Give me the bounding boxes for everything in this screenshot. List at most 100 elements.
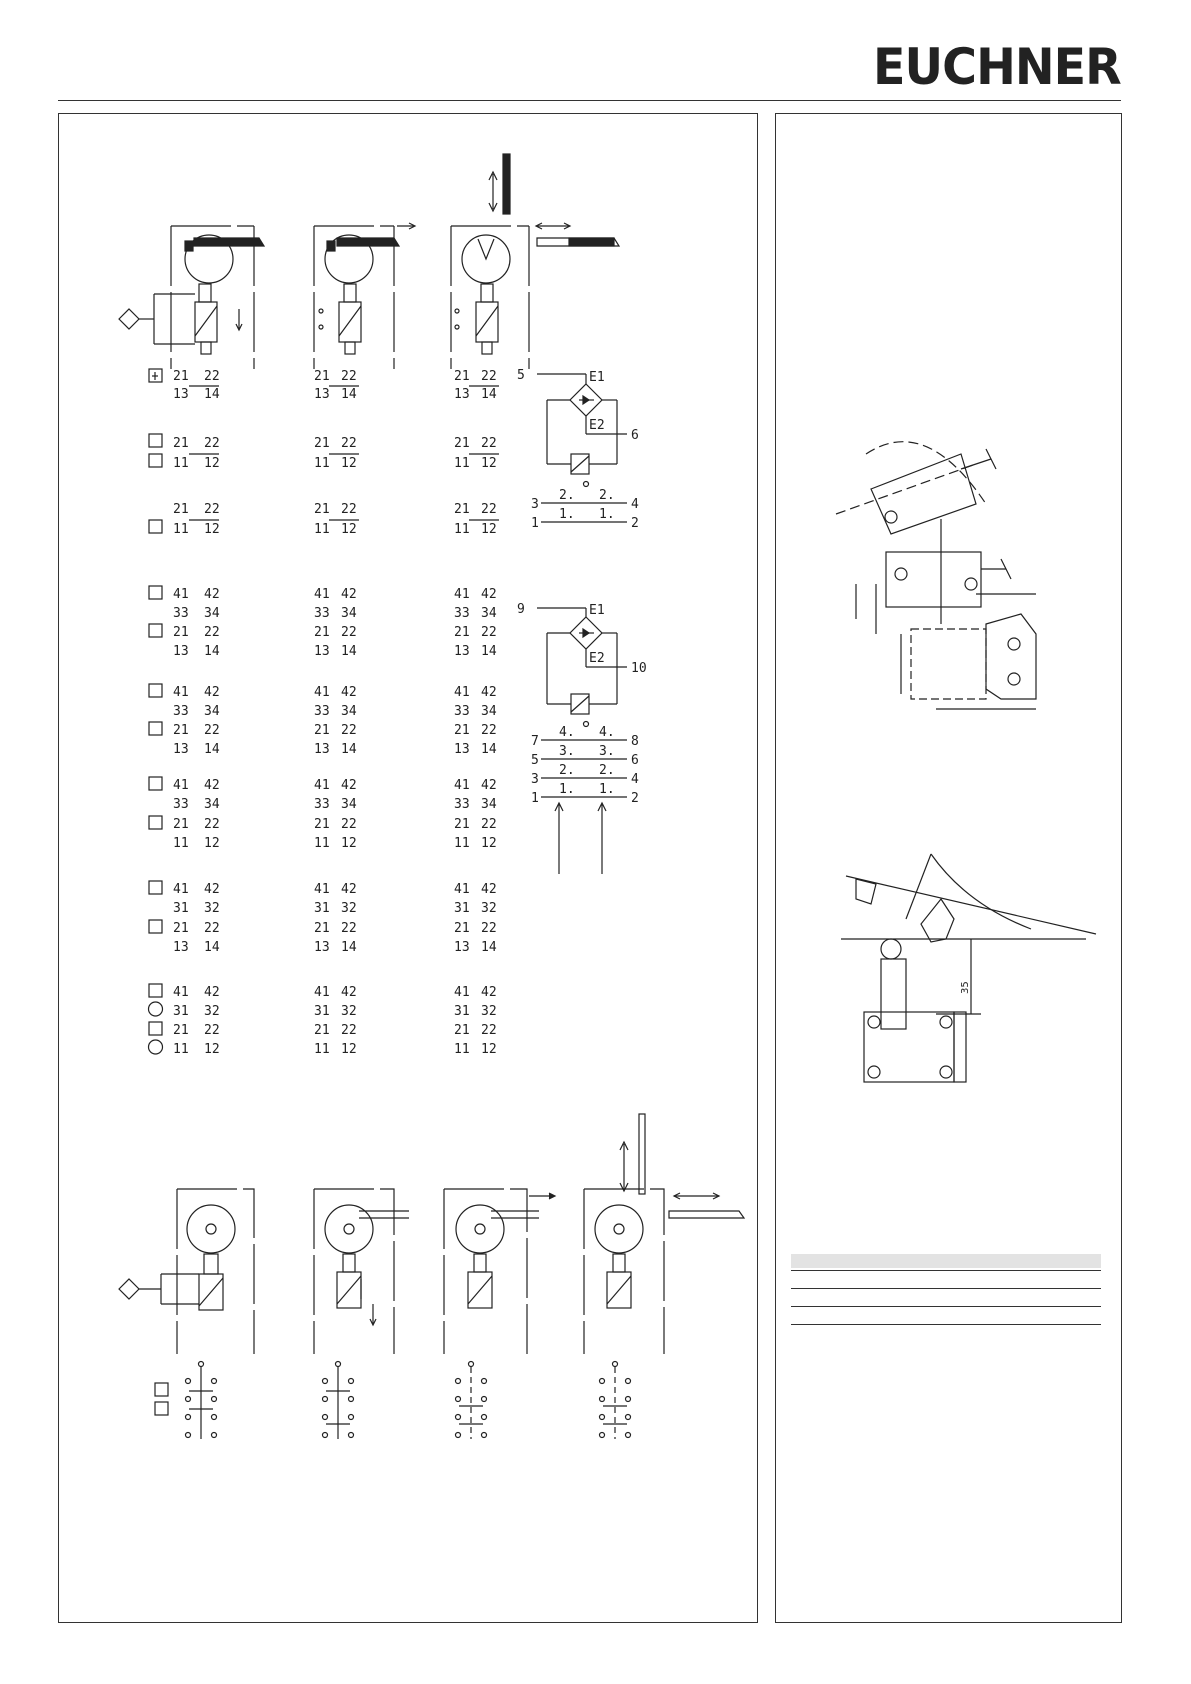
contact-label: 33 — [454, 704, 470, 719]
contact-label: 34 — [204, 797, 220, 812]
contact-label: 22 — [204, 502, 220, 517]
terminal-label: 5 — [517, 368, 525, 383]
contact-label: 11 — [454, 522, 470, 537]
table-rule — [791, 1288, 1101, 1289]
contact-label: 41 — [173, 985, 189, 1000]
right-panel: 35 — [775, 113, 1122, 1623]
contact-number: 1 — [531, 791, 539, 806]
solenoid-circuit-2 — [537, 607, 627, 874]
contact-label: 12 — [481, 456, 497, 471]
contact-label: 22 — [341, 723, 357, 738]
switch-mechanism-released — [313, 222, 417, 369]
contact-label: 21 — [454, 369, 470, 384]
contact-label: 31 — [314, 901, 330, 916]
left-panel: 21 22 13 14 21 22 13 14 21 22 13 14 21 2… — [58, 113, 758, 1623]
contact-number: 2 — [631, 516, 639, 531]
contact-label: 42 — [204, 685, 220, 700]
contact-number: 4. — [599, 725, 615, 740]
contact-label: 41 — [454, 778, 470, 793]
contact-label: 12 — [341, 456, 357, 471]
contact-label: 14 — [204, 940, 220, 955]
contact-label: 41 — [314, 587, 330, 602]
contact-label: 21 — [314, 625, 330, 640]
contact-label: 42 — [341, 587, 357, 602]
contact-number: 5 — [531, 753, 539, 768]
contact-label: 42 — [481, 587, 497, 602]
contact-number: 4 — [631, 772, 639, 787]
contact-label: 22 — [204, 817, 220, 832]
contact-label: 13 — [173, 644, 189, 659]
contact-label: 32 — [204, 901, 220, 916]
table-rule — [791, 1306, 1101, 1307]
contact-symbols: 21 22 13 14 21 22 13 14 21 22 13 14 21 2… — [147, 368, 497, 1057]
contact-label: 21 — [454, 625, 470, 640]
left-panel-drawings: 21 22 13 14 21 22 13 14 21 22 13 14 21 2… — [118, 153, 746, 1439]
contact-label: 21 — [454, 1023, 470, 1038]
switch-mechanism-locked — [118, 225, 266, 369]
contact-label: 21 — [454, 921, 470, 936]
contact-label: 33 — [314, 704, 330, 719]
contact-label: 21 — [173, 817, 189, 832]
contact-label: 11 — [314, 1042, 330, 1057]
contact-label: 22 — [341, 625, 357, 640]
contact-label: 42 — [481, 882, 497, 897]
rotary-mechanism-1 — [118, 1188, 255, 1354]
contact-label: 13 — [454, 742, 470, 757]
contact-label: 34 — [341, 606, 357, 621]
contact-label: 14 — [481, 387, 497, 402]
contact-label: 13 — [173, 387, 189, 402]
contact-label: 42 — [204, 587, 220, 602]
contact-label: 41 — [314, 985, 330, 1000]
e2-label: E2 — [589, 418, 605, 433]
contact-number: 3. — [599, 744, 615, 759]
actuator-vertical-bottom — [619, 1113, 646, 1195]
contact-label: 42 — [341, 685, 357, 700]
contact-label: 22 — [481, 921, 497, 936]
contact-label: 42 — [341, 985, 357, 1000]
contact-label: 12 — [481, 522, 497, 537]
contact-label: 42 — [481, 778, 497, 793]
contact-label: 22 — [481, 723, 497, 738]
contact-label: 22 — [204, 369, 220, 384]
contact-label: 21 — [314, 1023, 330, 1038]
contact-label: 32 — [341, 1004, 357, 1019]
header-rule — [58, 100, 1121, 101]
contact-label: 12 — [341, 522, 357, 537]
contact-label: 34 — [204, 606, 220, 621]
table-rule — [791, 1324, 1101, 1325]
rotary-mechanism-4 — [583, 1188, 746, 1354]
contact-label: 13 — [314, 940, 330, 955]
contact-number: 3. — [559, 744, 575, 759]
contact-label: 34 — [341, 704, 357, 719]
contact-label: 21 — [314, 502, 330, 517]
contact-label: 13 — [454, 940, 470, 955]
rotary-mechanism-3 — [443, 1188, 557, 1354]
contact-label: 33 — [173, 797, 189, 812]
contact-label: 14 — [204, 644, 220, 659]
right-panel-drawings: 35 — [835, 441, 1097, 1083]
contact-label: 21 — [454, 502, 470, 517]
contact-label: 41 — [454, 685, 470, 700]
contact-label: 14 — [481, 940, 497, 955]
contact-label: 22 — [481, 436, 497, 451]
contact-label: 11 — [454, 1042, 470, 1057]
terminal-label: 10 — [631, 661, 647, 676]
contact-label: 13 — [454, 387, 470, 402]
contact-label: 11 — [173, 522, 189, 537]
contact-label: 12 — [341, 836, 357, 851]
contact-label: 22 — [341, 502, 357, 517]
contact-number: 4 — [631, 497, 639, 512]
contact-label: 21 — [314, 723, 330, 738]
contact-number: 1 — [531, 516, 539, 531]
contact-label: 14 — [204, 387, 220, 402]
contact-label: 21 — [454, 723, 470, 738]
contact-label: 13 — [314, 644, 330, 659]
contact-label: 22 — [341, 369, 357, 384]
contact-label: 34 — [481, 704, 497, 719]
contact-label: 21 — [314, 921, 330, 936]
contact-label: 41 — [454, 882, 470, 897]
contact-label: 32 — [341, 901, 357, 916]
contact-label: 42 — [204, 985, 220, 1000]
contact-label: 11 — [454, 836, 470, 851]
contact-label: 42 — [341, 778, 357, 793]
